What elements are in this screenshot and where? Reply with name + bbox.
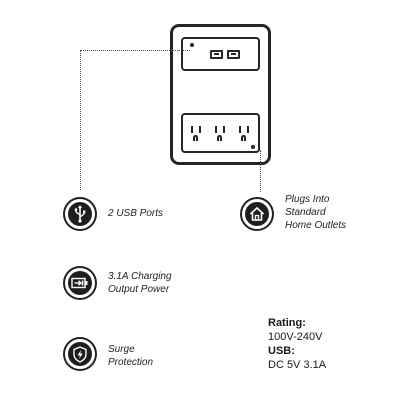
rating-value: 100V-240V: [268, 331, 323, 343]
indicator-light: [190, 43, 194, 47]
charging-battery-icon: [63, 266, 97, 300]
usb-icon: [63, 197, 97, 231]
usb-spec-label: USB:: [268, 345, 295, 357]
outlet-leader-line: [260, 150, 261, 192]
lightning-shield-icon: [63, 337, 97, 371]
surge-protection-label: Surge Protection: [108, 344, 154, 368]
usb-panel: [181, 37, 260, 71]
ac-outlet: [237, 125, 251, 142]
ac-outlet: [213, 125, 227, 142]
indicator-light: [251, 145, 255, 149]
house-icon: [240, 197, 274, 231]
usb-spec-value: DC 5V 3.1A: [268, 359, 327, 371]
wall-tap-device: [170, 24, 271, 165]
usb-port: [227, 50, 240, 59]
charging-output-label: 3.1A Charging Output Power: [108, 271, 172, 295]
usb-port: [210, 50, 223, 59]
usb-leader-line: [80, 50, 81, 190]
specifications: Rating: 100V-240V USB: DC 5V 3.1A: [268, 316, 326, 372]
home-outlets-label: Plugs Into Standard Home Outlets: [285, 194, 347, 231]
outlet-panel: [181, 113, 260, 153]
usb-leader-line: [80, 50, 190, 51]
ac-outlet: [189, 125, 203, 142]
rating-label: Rating:: [268, 317, 306, 329]
usb-ports-label: 2 USB Ports: [108, 208, 164, 219]
